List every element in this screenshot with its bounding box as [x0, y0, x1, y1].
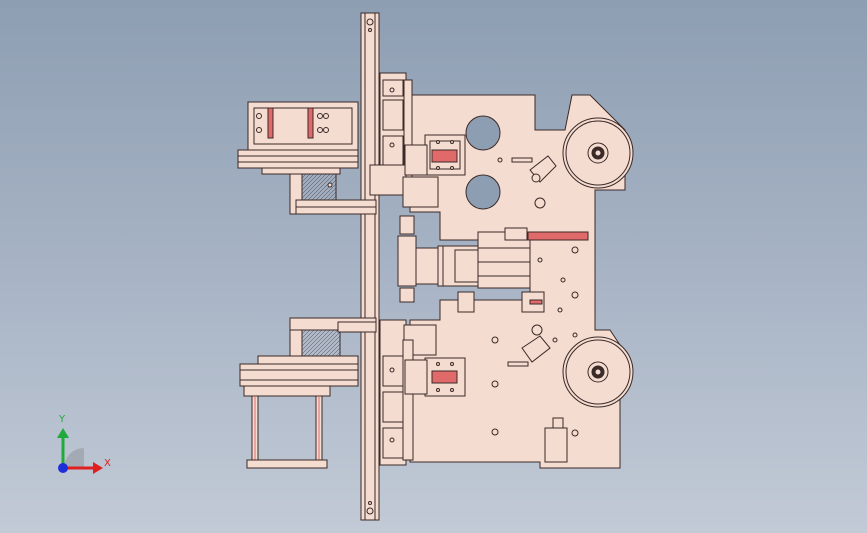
triad-x-label: X: [104, 458, 111, 469]
plate-bolt-holes: [491, 157, 579, 437]
plate-hole-upper: [465, 115, 501, 151]
lower-carriage[interactable]: [379, 319, 437, 466]
plate-hole-lower: [465, 174, 501, 210]
upper-carriage[interactable]: [369, 72, 439, 208]
center-clamp-assembly[interactable]: [397, 215, 589, 313]
vertical-guide-bar[interactable]: [360, 12, 380, 521]
upper-left-slide-assembly[interactable]: [237, 101, 377, 215]
lower-left-slide-assembly[interactable]: [239, 317, 377, 469]
roller-lower[interactable]: [562, 336, 634, 408]
triad-y-label: Y: [59, 414, 66, 425]
upper-cylinder-block[interactable]: [404, 134, 466, 176]
coordinate-triad-icon: [57, 428, 103, 474]
lower-pivot-arm[interactable]: [507, 324, 568, 463]
upper-pivot-arm[interactable]: [511, 155, 557, 209]
roller-upper[interactable]: [562, 117, 634, 189]
lower-cylinder-block[interactable]: [404, 357, 466, 397]
